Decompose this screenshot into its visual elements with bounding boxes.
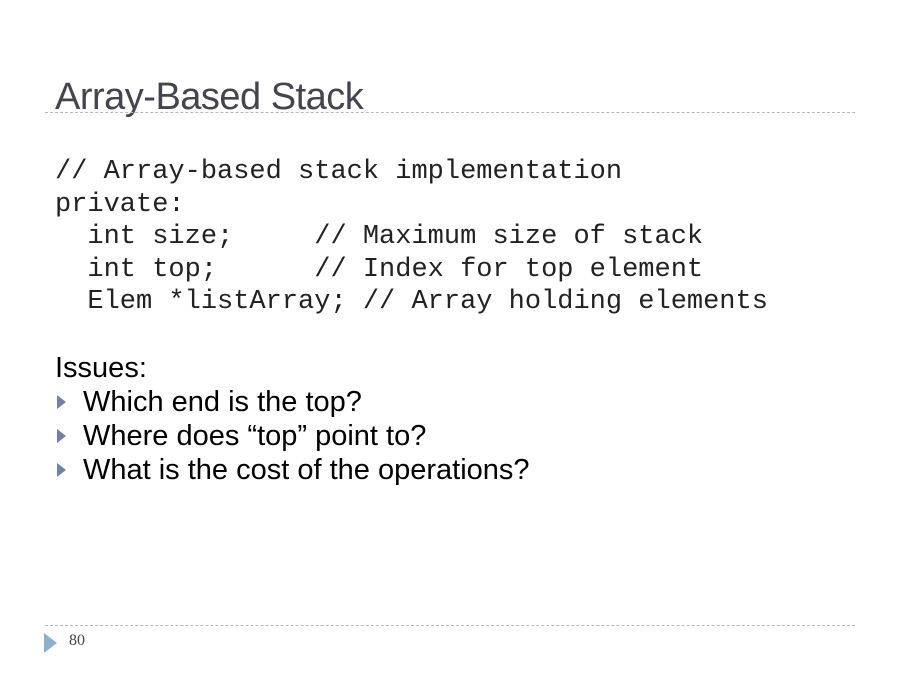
bullet-item: Which end is the top? <box>55 385 530 419</box>
issues-heading: Issues: <box>55 352 147 384</box>
code-line: Elem *listArray; // Array holding elemen… <box>55 287 768 318</box>
code-line: int size; // Maximum size of stack <box>55 222 704 253</box>
bullet-text: Which end is the top? <box>83 386 362 418</box>
bullet-text: What is the cost of the operations? <box>83 454 530 486</box>
triangle-bullet-icon <box>57 429 66 443</box>
footer-triangle-icon <box>44 633 57 653</box>
code-block: // Array-based stack implementation priv… <box>55 156 768 319</box>
bullet-text: Where does “top” point to? <box>83 420 427 452</box>
slide-title: Array-Based Stack <box>55 76 364 118</box>
footer-divider <box>45 625 855 626</box>
code-line: int top; // Index for top element <box>55 254 704 285</box>
bullet-item: What is the cost of the operations? <box>55 453 530 487</box>
triangle-bullet-icon <box>57 395 66 409</box>
issues-section: Issues: Which end is the top? Where does… <box>55 352 530 487</box>
triangle-bullet-icon <box>57 463 66 477</box>
bullet-item: Where does “top” point to? <box>55 419 530 453</box>
page-number: 80 <box>69 632 85 649</box>
code-line: // Array-based stack implementation <box>55 157 623 187</box>
code-line: private: <box>55 189 185 220</box>
title-divider <box>45 112 855 113</box>
